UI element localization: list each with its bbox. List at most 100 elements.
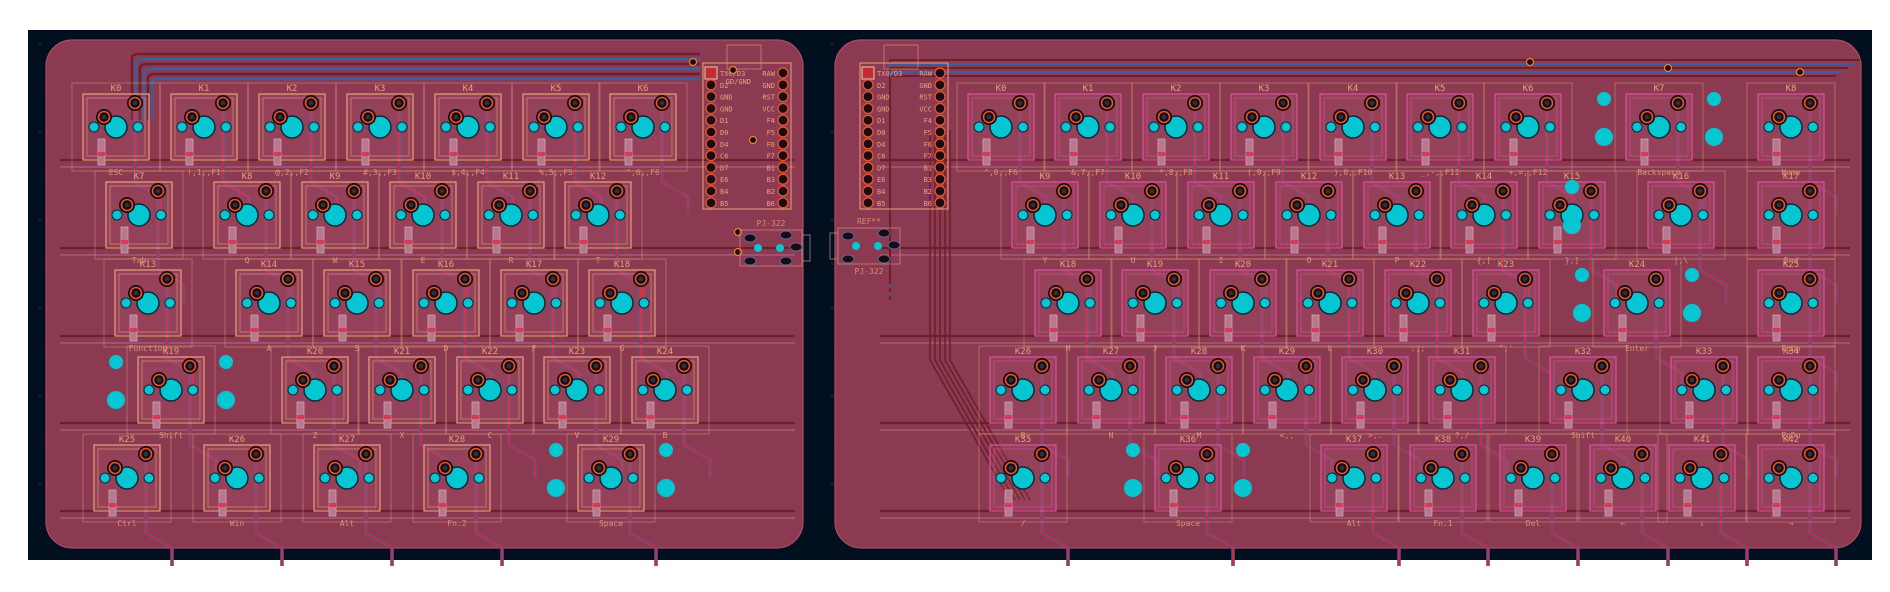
key-switch-right-k15[interactable]: K15},] — [1527, 170, 1617, 265]
pin-pad[interactable] — [705, 126, 717, 138]
pin-pad[interactable] — [934, 197, 946, 209]
pin-pad[interactable] — [705, 173, 717, 185]
jack-pad[interactable] — [841, 231, 855, 241]
key-switch-right-k40[interactable]: K40← — [1578, 433, 1668, 528]
pin-pad[interactable] — [777, 126, 789, 138]
pin-pad[interactable] — [777, 161, 789, 174]
key-switch-right-k0[interactable]: K0^,6,,F6 — [956, 82, 1046, 177]
pin-pad[interactable] — [934, 126, 946, 138]
pin-pad[interactable] — [777, 185, 789, 197]
key-switch-right-k5[interactable]: K5_,-,,F11 — [1395, 82, 1485, 177]
key-switch-right-k1[interactable]: K1&,7,,F7 — [1043, 82, 1133, 177]
key-switch-right-k14[interactable]: K14{,[ — [1439, 170, 1529, 265]
pin-pad[interactable] — [777, 173, 789, 185]
pin-pad[interactable] — [934, 90, 946, 103]
key-switch-right-k16[interactable]: K16|,\ — [1636, 170, 1726, 265]
jack-pad[interactable] — [743, 233, 757, 243]
key-switch-left-k2[interactable]: K2@,2,,F2 — [247, 82, 337, 177]
pin-pad[interactable] — [862, 114, 874, 126]
key-switch-right-k9[interactable]: K9Y — [1000, 170, 1090, 265]
pin-pad[interactable] — [934, 114, 946, 126]
key-switch-left-k8[interactable]: K8Q — [202, 170, 292, 265]
pin-pad[interactable] — [934, 67, 946, 79]
key-switch-right-k29[interactable]: K29<,, — [1242, 345, 1332, 440]
jack-pad[interactable] — [841, 254, 855, 264]
key-switch-right-k23[interactable]: K23",' — [1461, 258, 1551, 353]
pin-pad[interactable] — [705, 102, 717, 115]
jack-pad[interactable] — [779, 230, 793, 240]
pin-pad[interactable] — [862, 126, 874, 138]
pin-pad[interactable] — [934, 185, 946, 197]
pin-pad[interactable] — [862, 79, 874, 91]
key-switch-right-k3[interactable]: K3(,9,,F9 — [1219, 82, 1309, 177]
key-switch-left-k1[interactable]: K1!,1,,F1 — [159, 82, 249, 177]
pin-pad-square[interactable] — [861, 66, 875, 80]
key-switch-left-k5[interactable]: K5%,5,,F5 — [511, 82, 601, 177]
pin-pad[interactable] — [777, 197, 789, 209]
key-switch-right-k41[interactable]: K41↓ — [1657, 433, 1747, 528]
key-switch-left-k6[interactable]: K6^,6,,F6 — [598, 82, 688, 177]
pin-pad[interactable] — [705, 197, 717, 209]
pin-pad[interactable] — [777, 114, 789, 126]
pin-pad[interactable] — [705, 114, 717, 126]
pin-pad[interactable] — [862, 102, 874, 115]
key-switch-right-k30[interactable]: K30>,. — [1330, 345, 1420, 440]
pin-pad[interactable] — [934, 138, 946, 150]
key-switch-right-k35[interactable]: K35/ — [978, 433, 1068, 528]
pin-pad[interactable] — [934, 173, 946, 185]
pin-pad[interactable] — [934, 149, 946, 162]
pin-pad[interactable] — [705, 149, 717, 162]
jack-pad[interactable] — [779, 256, 793, 266]
jack-pad[interactable] — [743, 256, 757, 266]
pin-pad[interactable] — [862, 161, 874, 174]
pin-pad[interactable] — [862, 149, 874, 162]
pin-pad[interactable] — [777, 138, 789, 150]
key-switch-right-k22[interactable]: K22:,; — [1373, 258, 1463, 353]
key-switch-right-k33[interactable]: K33↑ — [1659, 345, 1749, 440]
pin-pad-square[interactable] — [704, 66, 718, 80]
pin-pad[interactable] — [862, 90, 874, 103]
pin-pad[interactable] — [777, 67, 789, 79]
pin-pad[interactable] — [705, 90, 717, 103]
jack-pad[interactable] — [877, 254, 891, 264]
pin-pad[interactable] — [777, 79, 789, 91]
key-switch-left-k3[interactable]: K3#,3,,F3 — [335, 82, 425, 177]
pin-pad[interactable] — [777, 90, 789, 103]
key-switch-left-k4[interactable]: K4$,4,,F4 — [423, 82, 513, 177]
pin-pad[interactable] — [705, 79, 717, 91]
pin-pad[interactable] — [705, 161, 717, 174]
pin-pad[interactable] — [862, 197, 874, 209]
key-switch-left-k9[interactable]: K9W — [290, 170, 380, 265]
pin-pad[interactable] — [705, 138, 717, 150]
